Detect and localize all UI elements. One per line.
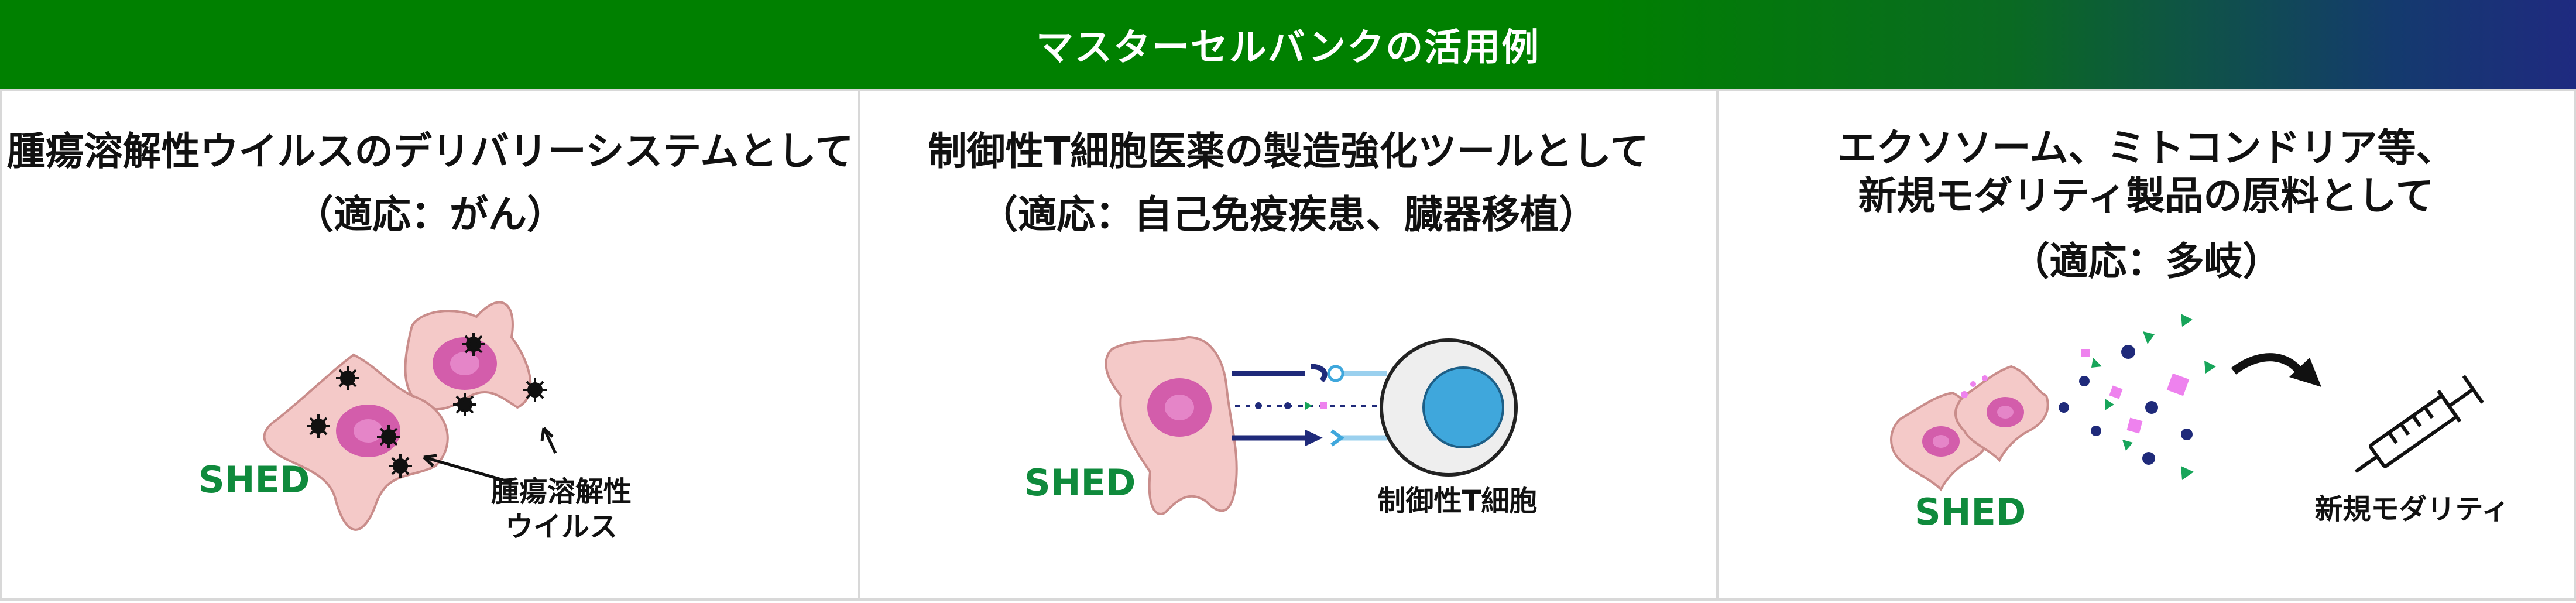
annotation-arrows bbox=[423, 427, 557, 484]
panel-new-modality: エクソソーム、ミトコンドリア等、 新規モダリティ製品の原料として （適応：多岐） bbox=[1716, 89, 2576, 601]
particle bbox=[2145, 401, 2158, 414]
particle bbox=[2059, 402, 2069, 413]
treg-nucleus bbox=[1422, 366, 1504, 448]
particle bbox=[2181, 429, 2193, 440]
particle bbox=[1970, 381, 1976, 387]
particle bbox=[2091, 358, 2102, 368]
panel-regulatory-t-cell: 制御性T細胞医薬の製造強化ツールとして （適応：自己免疫疾患、臓器移植） bbox=[858, 89, 1719, 601]
panel-title: エクソソーム、ミトコンドリア等、 bbox=[1837, 125, 2455, 170]
receptor-node bbox=[1330, 429, 1345, 447]
particle bbox=[2122, 440, 2133, 451]
particle bbox=[2181, 466, 2194, 480]
treg-illustration: SHED 制御性T細胞 bbox=[1024, 335, 1538, 518]
treg-annotation: 制御性T細胞 bbox=[1378, 485, 1538, 518]
particle bbox=[1305, 402, 1312, 410]
virus-icon bbox=[453, 393, 476, 416]
syringe-icon bbox=[2354, 375, 2484, 474]
receptor-hook bbox=[1311, 364, 1328, 383]
virus-icon bbox=[336, 366, 359, 390]
receptor-node bbox=[1327, 365, 1344, 382]
virus-icon bbox=[377, 425, 400, 448]
curved-arrow-head bbox=[2289, 358, 2321, 387]
panel-indication: （適応：多岐） bbox=[2011, 239, 2282, 284]
particle bbox=[2081, 349, 2090, 357]
particle bbox=[2091, 426, 2101, 436]
particles bbox=[1961, 314, 2216, 480]
particle bbox=[2121, 345, 2135, 359]
particle bbox=[2079, 376, 2090, 386]
panel-oncolytic-virus: 腫瘍溶解性ウイルスのデリバリーシステムとして （適応：がん） bbox=[0, 89, 860, 601]
panel-title: 新規モダリティ製品の原料として bbox=[1858, 173, 2434, 218]
particle bbox=[2143, 331, 2155, 344]
particle bbox=[1255, 402, 1262, 409]
panel-title: 制御性T細胞医薬の製造強化ツールとして bbox=[928, 129, 1649, 174]
modality-annotation: 新規モダリティ bbox=[2314, 493, 2509, 526]
particle bbox=[1961, 391, 1968, 398]
particle bbox=[2109, 385, 2123, 399]
panel-title: 腫瘍溶解性ウイルスのデリバリーシステムとして bbox=[6, 129, 854, 174]
particle bbox=[1982, 375, 1988, 381]
header-title: マスターセルバンクの活用例 bbox=[1035, 26, 1541, 70]
particle bbox=[2105, 399, 2114, 410]
signal-arrows bbox=[1232, 371, 1305, 441]
panel-indication: （適応：自己免疫疾患、臓器移植） bbox=[979, 192, 1597, 237]
virus-annotation: ウイルス bbox=[505, 511, 618, 543]
virus-icon bbox=[462, 333, 485, 356]
header-bar: マスターセルバンクの活用例 bbox=[0, 0, 2576, 89]
panel-indication: （適応：がん） bbox=[295, 192, 565, 237]
particle bbox=[1284, 402, 1291, 409]
virus-icon bbox=[307, 414, 330, 438]
virus-icon bbox=[523, 378, 547, 402]
virus-annotation: 腫瘍溶解性 bbox=[491, 475, 632, 508]
receptor-arrowhead bbox=[1305, 430, 1323, 446]
particle bbox=[2166, 373, 2190, 396]
tcell-receptors bbox=[1337, 371, 1387, 441]
particle bbox=[2204, 361, 2216, 374]
virus-icon bbox=[389, 454, 412, 478]
particle bbox=[2142, 452, 2155, 465]
shed-label: SHED bbox=[198, 458, 310, 501]
shed-label: SHED bbox=[1024, 461, 1136, 504]
particle bbox=[2126, 417, 2143, 434]
shed-label: SHED bbox=[1915, 491, 2026, 533]
virus-particles bbox=[307, 333, 547, 478]
particle bbox=[2181, 314, 2193, 327]
oncolytic-virus-illustration: SHED 腫瘍溶解性 ウイルス bbox=[198, 301, 632, 543]
modality-illustration: SHED 新規モダリティ bbox=[1890, 314, 2510, 533]
particle bbox=[1320, 402, 1327, 409]
